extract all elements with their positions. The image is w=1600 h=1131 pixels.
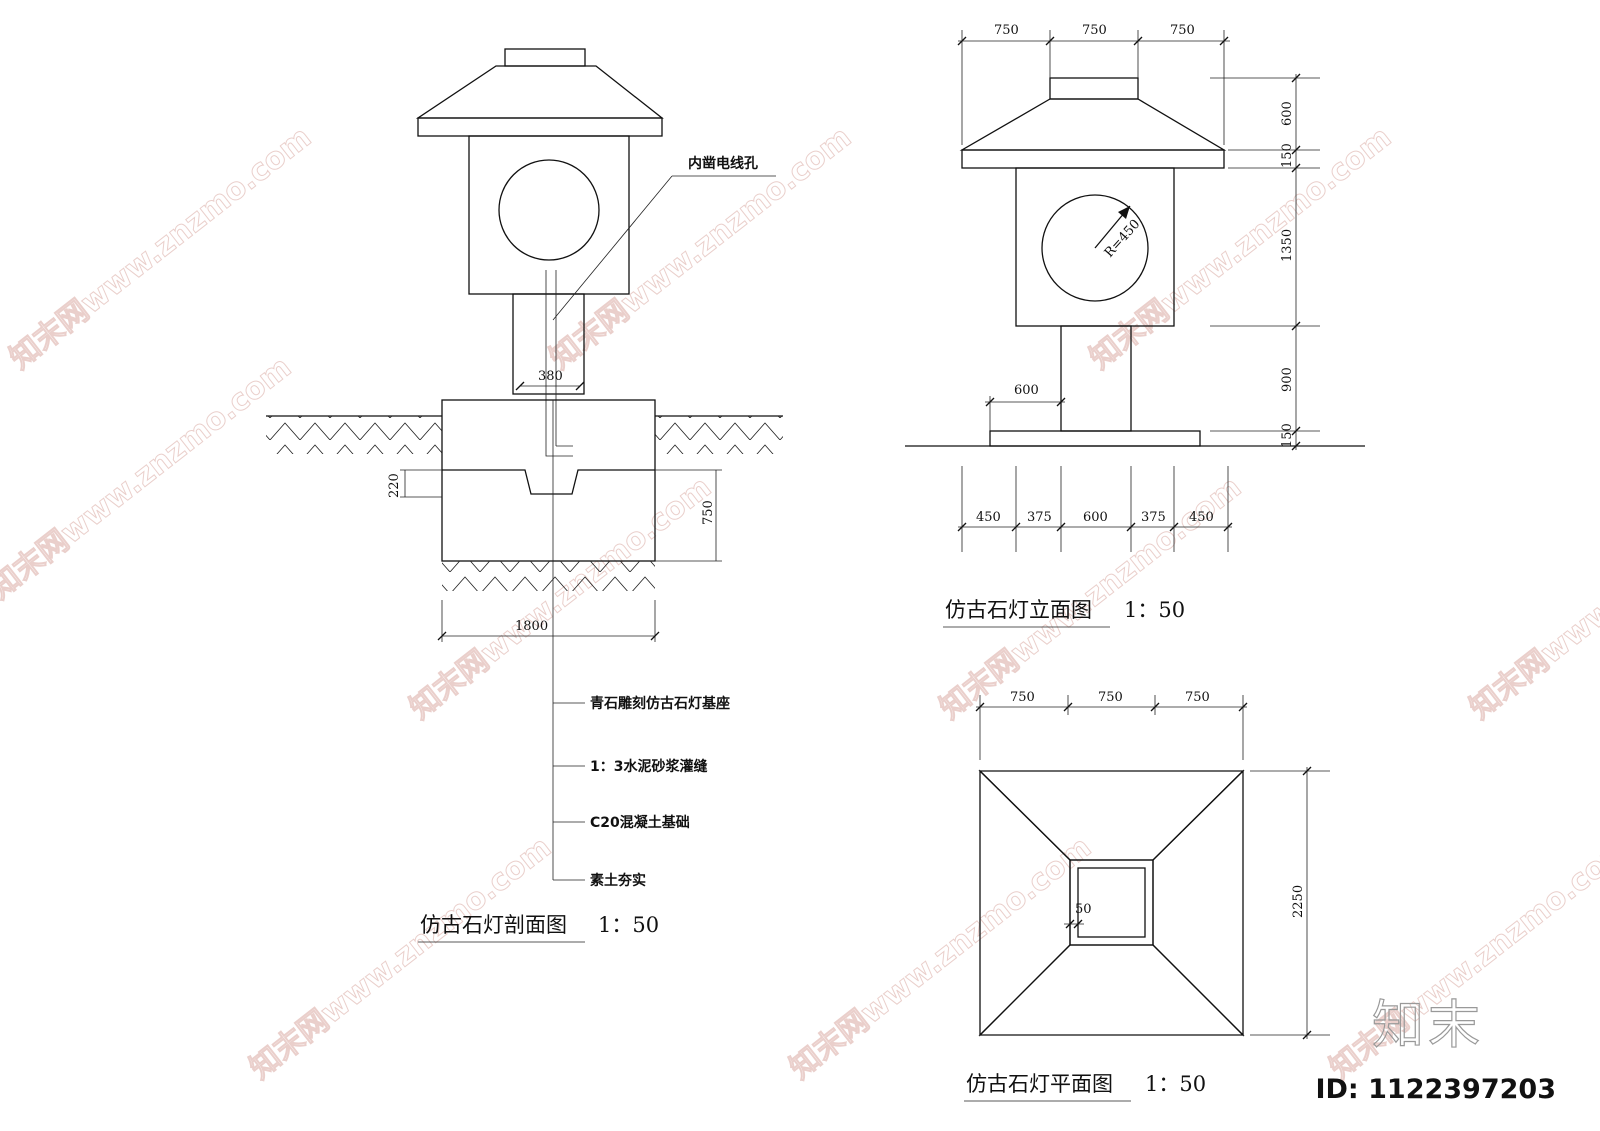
mortar-joint [442, 469, 655, 495]
elev-bottom-dim-5: 450 [1189, 510, 1214, 525]
elev-window [1041, 194, 1149, 302]
elevation-scale: 1：50 [1124, 598, 1185, 622]
elev-eave [961, 149, 1225, 169]
note-soil: 素土夯实 [590, 872, 646, 889]
watermark-7: 知末网www.znzmo.com [1463, 470, 1600, 727]
elevation-title: 仿古石灯立面图 [945, 598, 1092, 622]
id-label: ID: 1122397203 [1315, 1074, 1556, 1105]
watermark-1: 知末网www.znzmo.com [3, 120, 318, 377]
lamp-roof [415, 65, 664, 119]
elev-cap [1049, 77, 1139, 100]
elev-top-dim-2: 750 [1082, 23, 1107, 38]
elev-bottom-dim-2: 375 [1027, 510, 1052, 525]
plan-top-dim-3: 750 [1185, 690, 1210, 705]
light-window [498, 159, 600, 261]
elev-right-dim-2: 150 [1280, 143, 1295, 168]
plan-right-dim: 2250 [1291, 885, 1306, 918]
elev-bottom-dim-4: 375 [1141, 510, 1166, 525]
elev-right-dim-4: 900 [1280, 367, 1295, 392]
elev-right-dim-3: 1350 [1280, 229, 1295, 262]
elev-bottom-dim-3: 600 [1083, 510, 1108, 525]
plan-inner-dim: 50 [1075, 902, 1092, 917]
note-base: 青石雕刻仿古石灯基座 [590, 695, 730, 712]
plan-cap-outer [1069, 859, 1154, 946]
dim-depth: 220 [387, 473, 402, 498]
elev-base [989, 430, 1201, 447]
section-scale: 1：50 [598, 913, 659, 937]
watermark-9: 知末网www.znzmo.com [783, 830, 1098, 1087]
section-view: 内凿电线孔 青石雕刻仿古石灯基座 1：3水泥砂浆灌缝 C20混凝土基础 素土夯实… [266, 48, 783, 943]
elev-top-dim-1: 750 [994, 23, 1019, 38]
plan-cap-inner [1077, 867, 1146, 938]
plan-top-dim-1: 750 [1010, 690, 1035, 705]
elev-right-dim-5: 150 [1280, 423, 1295, 448]
brand-logo: 知末 [1371, 995, 1485, 1056]
watermark-4: 知末网www.znzmo.com [0, 350, 298, 607]
ground-right [655, 416, 783, 454]
plan-roof-bottom [978, 944, 1245, 1036]
note-concrete: C20混凝土基础 [590, 814, 690, 831]
elev-right-dim-1: 600 [1280, 101, 1295, 126]
note-mortar: 1：3水泥砂浆灌缝 [590, 758, 707, 775]
watermark-5: 知末网www.znzmo.com [403, 470, 718, 727]
elev-base-dim: 600 [1014, 383, 1039, 398]
lamp-column [512, 293, 585, 395]
lamp-cap [504, 48, 586, 67]
dim-pipe: 380 [538, 369, 563, 384]
plan-scale: 1：50 [1145, 1072, 1206, 1096]
roof-eave [417, 117, 663, 137]
dim-width: 1800 [515, 619, 548, 634]
plan-roof-top [978, 770, 1245, 861]
hole-note: 内凿电线孔 [688, 155, 758, 172]
watermark-8: 知末网www.znzmo.com [243, 830, 558, 1087]
compacted-soil [442, 561, 655, 591]
dim-height: 750 [701, 500, 716, 525]
elev-roof [959, 98, 1227, 151]
watermarks: 知末网www.znzmo.com 知末网www.znzmo.com 知末网www… [0, 119, 1600, 1087]
plan-view: 50 750 750 750 2250 仿古石灯平面图 1：50 [964, 690, 1330, 1102]
plan-title: 仿古石灯平面图 [966, 1072, 1113, 1096]
elev-bottom-dim-1: 450 [976, 510, 1001, 525]
section-title: 仿古石灯剖面图 [420, 913, 567, 937]
plan-roof-right [1152, 769, 1244, 1037]
wire-hole [545, 270, 573, 457]
ground-left [266, 416, 442, 454]
plan-top-dim-2: 750 [1098, 690, 1123, 705]
elev-radius: R=450 [1102, 217, 1144, 261]
elev-top-dim-3: 750 [1170, 23, 1195, 38]
